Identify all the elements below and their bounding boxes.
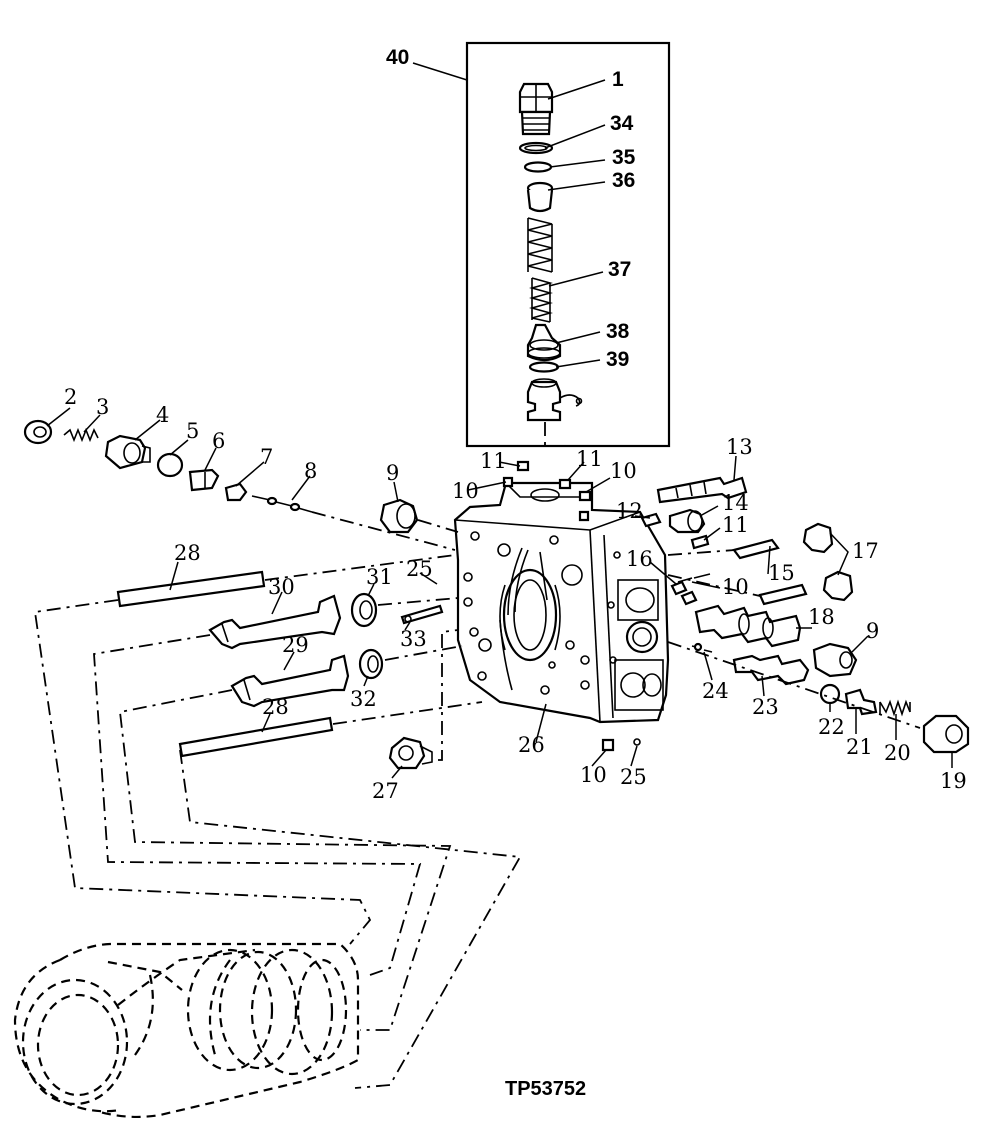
callout-28-upper: 28 xyxy=(174,541,201,565)
callout-11-right: 11 xyxy=(576,447,603,471)
part-rod-28-upper xyxy=(116,570,266,608)
phantom-lines xyxy=(33,599,522,1089)
callout-19: 19 xyxy=(940,769,967,793)
callout-18: 18 xyxy=(808,605,835,629)
callout-21: 21 xyxy=(846,735,873,759)
part-bolt-30 xyxy=(208,594,342,650)
motor-outline xyxy=(13,942,360,1119)
relief-valve-inset xyxy=(465,41,671,448)
callout-38: 38 xyxy=(606,320,630,343)
part-spring-20 xyxy=(879,699,911,717)
part-oring-39 xyxy=(528,361,560,373)
figure-code: TP53752 xyxy=(505,1078,586,1100)
callout-1: 1 xyxy=(612,68,624,91)
callout-31: 31 xyxy=(366,565,393,589)
callout-20: 20 xyxy=(884,741,911,765)
part-plug-19 xyxy=(922,714,970,754)
callout-11-side: 11 xyxy=(722,513,749,537)
part-washer-31 xyxy=(350,592,378,628)
part-spool-18 xyxy=(694,604,802,648)
part-rod-28-lower xyxy=(178,716,334,758)
callout-36: 36 xyxy=(612,169,635,192)
part-caps-17 xyxy=(802,522,854,602)
part-pin-33 xyxy=(400,604,444,625)
callout-labels: 40 1 34 35 36 37 38 39 2 3 4 5 6 7 8 9 1… xyxy=(64,46,967,1100)
part-screw-12 xyxy=(640,512,662,528)
callout-15: 15 xyxy=(768,561,795,585)
callout-10-side: 10 xyxy=(722,575,749,599)
callout-12: 12 xyxy=(616,499,643,523)
callout-24: 24 xyxy=(702,679,729,703)
callout-27: 27 xyxy=(372,779,399,803)
part-cap-14 xyxy=(668,508,706,534)
callout-23: 23 xyxy=(752,695,779,719)
callout-10-left: 10 xyxy=(452,479,479,503)
part-ring-35 xyxy=(523,161,553,173)
part-plug-11-right xyxy=(690,534,710,550)
leader-lines xyxy=(46,62,953,779)
part-washer-32 xyxy=(358,648,384,680)
part-bolt-13 xyxy=(656,476,748,504)
callout-30: 30 xyxy=(268,575,295,599)
part-cup-36 xyxy=(526,181,554,213)
part-spool-23 xyxy=(732,654,810,686)
pump-housing-26 xyxy=(453,460,670,752)
callout-6: 6 xyxy=(212,429,225,453)
part-pin-8 xyxy=(251,495,313,513)
part-seat-38 xyxy=(526,323,562,362)
part-fitting-4 xyxy=(104,434,151,470)
part-bolt-29 xyxy=(230,654,350,708)
part-plug-1 xyxy=(518,82,554,136)
callout-32: 32 xyxy=(350,687,377,711)
callout-25-upper: 25 xyxy=(406,557,433,581)
callout-39: 39 xyxy=(606,348,629,371)
callout-5: 5 xyxy=(186,419,199,443)
callout-11-left: 11 xyxy=(480,449,507,473)
part-spool-6 xyxy=(188,468,220,492)
callout-14: 14 xyxy=(722,491,749,515)
part-spring-outer xyxy=(527,217,553,273)
callout-4: 4 xyxy=(156,403,169,427)
part-rod-15 xyxy=(732,538,808,606)
callout-10-bottom: 10 xyxy=(580,763,607,787)
callout-33: 33 xyxy=(400,627,427,651)
part-fitting-27 xyxy=(388,736,433,770)
part-spring-37 xyxy=(529,277,553,323)
part-plug-9-lower xyxy=(812,642,858,678)
callout-8: 8 xyxy=(304,459,317,483)
callout-9-lower: 9 xyxy=(866,619,879,643)
callout-26: 26 xyxy=(518,733,545,757)
callout-9-upper: 9 xyxy=(386,461,399,485)
callout-40: 40 xyxy=(386,46,409,69)
part-spring-3 xyxy=(63,427,99,443)
callout-10-right: 10 xyxy=(610,459,637,483)
part-oring-5 xyxy=(156,452,184,478)
part-plug-7 xyxy=(224,482,248,502)
callout-16: 16 xyxy=(626,547,653,571)
callout-28-lower: 28 xyxy=(262,695,289,719)
part-cap-2 xyxy=(23,419,53,445)
callout-34: 34 xyxy=(610,112,634,135)
callout-7: 7 xyxy=(260,445,273,469)
part-plug-9-upper xyxy=(379,498,419,534)
callout-29: 29 xyxy=(282,633,309,657)
callout-35: 35 xyxy=(612,146,636,169)
callout-13: 13 xyxy=(726,435,753,459)
callout-3: 3 xyxy=(96,395,109,419)
part-valve-body xyxy=(526,378,583,422)
part-screw-16 xyxy=(677,573,711,583)
callout-17: 17 xyxy=(852,539,879,563)
callout-25-bottom: 25 xyxy=(620,765,647,789)
callout-2: 2 xyxy=(64,385,77,409)
callout-22: 22 xyxy=(818,715,845,739)
callout-37: 37 xyxy=(608,258,631,281)
part-poppet-21 xyxy=(844,688,878,716)
